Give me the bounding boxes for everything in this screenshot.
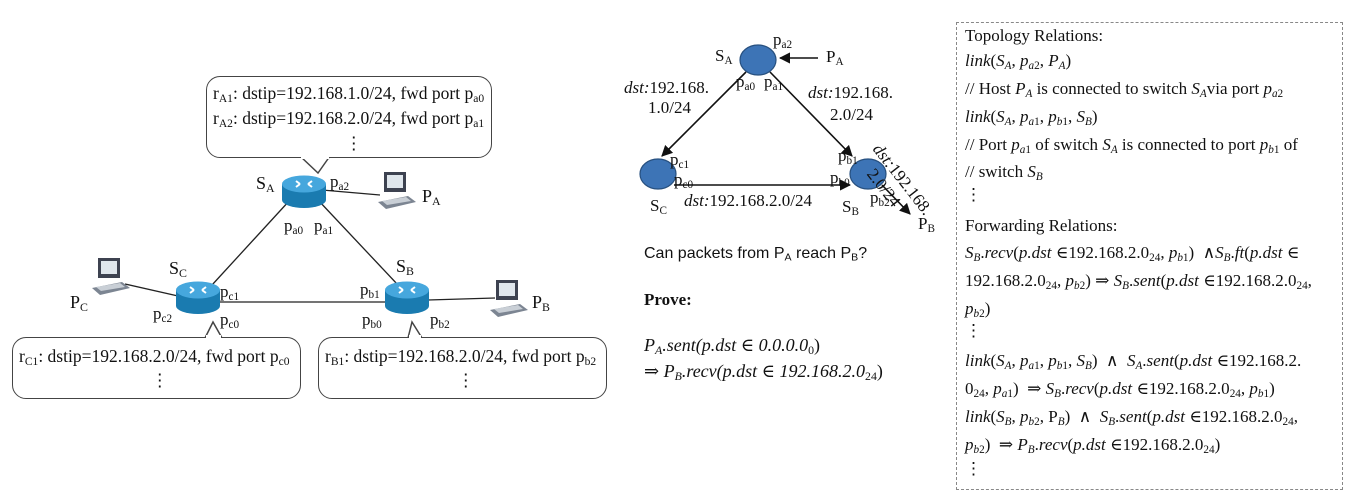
topology-comment-3: // switch SB [965, 162, 1043, 183]
edge-ab-label: dst:192.168.2.0/24 [808, 83, 893, 124]
topology-link-1: link(SA, pa2, PA) [965, 51, 1072, 72]
rule-table-sb: rB1: dstip=192.168.2.0/24, fwd port pb2 … [318, 337, 607, 399]
edge-sa-to-sb [769, 71, 853, 157]
host-a-label: PA [422, 186, 441, 208]
host-c-label: PC [70, 292, 88, 314]
computer-icon [378, 172, 416, 209]
edge-sb-to-pb [881, 184, 911, 215]
forwarding-rule-1b: 192.168.2.024, pb2) ⇒ SB.sent(p.dst ∈192… [965, 271, 1312, 292]
mid-switch-a-label: SA [715, 46, 733, 67]
mid-port-pc1-label: pc1 [670, 150, 690, 171]
port-pc0-label: pc0 [220, 310, 240, 331]
link-sa-sb [317, 199, 399, 286]
switch-c-label: SC [169, 258, 187, 280]
forwarding-rule-3b: pb2) ⇒ PB.recv(p.dst ∈192.168.2.024) [965, 435, 1221, 456]
abstract-topology-diagram [639, 44, 911, 215]
port-pb0-label: pb0 [362, 310, 382, 331]
mid-switch-c-label: SC [650, 196, 667, 217]
ellipsis: ⋮ [965, 321, 982, 340]
mid-port-pa1-label: pa1 [764, 72, 784, 93]
left-network-diagram [92, 155, 528, 339]
mid-host-a-label: PA [826, 47, 844, 68]
mid-port-pb0-label: pb0 [830, 168, 850, 189]
rule-rb1: rB1: dstip=192.168.2.0/24, fwd port pb2 [325, 346, 597, 368]
ellipsis: ⋮ [965, 185, 982, 204]
forwarding-rule-2a: link(SA, pa1, pb1, SB) ∧ SA.sent(p.dst ∈… [965, 351, 1302, 372]
port-pa1-label: pa1 [314, 216, 334, 237]
port-pc2-label: pc2 [153, 304, 173, 325]
callout-tail [204, 320, 223, 339]
mid-port-pa2-label: pa2 [773, 30, 793, 51]
forwarding-rule-2b: 024, pa1) ⇒ SB.recv(p.dst ∈192.168.2.024… [965, 379, 1275, 400]
callout-tail [407, 320, 423, 339]
port-pa0-label: pa0 [284, 216, 304, 237]
topology-link-2: link(SA, pa1, pb1, SB) [965, 107, 1098, 128]
switch-a-node [739, 44, 777, 76]
formula-line-1: PA.sent(p.dst ∈ 0.0.0.00) [644, 335, 821, 357]
switch-c-node [639, 158, 677, 190]
ellipsis: ⋮ [457, 370, 475, 390]
link-sa-pa [321, 189, 381, 196]
port-pa2-label: pa2 [330, 172, 350, 193]
port-pb2-label: pb2 [430, 310, 450, 331]
rule-rc1: rC1: dstip=192.168.2.0/24, fwd port pc0 [19, 346, 290, 368]
rule-ra1: rA1: dstip=192.168.1.0/24, fwd port pa0 [213, 83, 485, 105]
mid-port-pb1-label: pb1 [838, 146, 858, 167]
forwarding-rule-3a: link(SB, pb2, PB) ∧ SB.sent(p.dst ∈192.1… [965, 407, 1299, 428]
topology-title: Topology Relations: [965, 26, 1104, 45]
rule-ra2: rA2: dstip=192.168.2.0/24, fwd port pa1 [213, 108, 485, 130]
mid-switch-b-label: SB [842, 197, 859, 218]
computer-icon [490, 280, 528, 317]
prove-label: Prove: [644, 290, 692, 309]
host-b-label: PB [532, 292, 550, 314]
topology-comment-1: // Host PA is connected to switch SAvia … [965, 79, 1284, 100]
mid-port-pc0-label: pc0 [674, 170, 694, 191]
ellipsis: ⋮ [151, 370, 169, 390]
switch-b-node [849, 158, 887, 190]
mid-port-pb2-label: pb2 [870, 188, 890, 209]
link-sb-pb [427, 297, 496, 301]
edge-sa-to-sc [661, 71, 747, 157]
forwarding-rule-1a: SB.recv(p.dst ∈192.168.2.024, pb1) ∧SB.f… [965, 243, 1300, 264]
ellipsis: ⋮ [345, 133, 363, 153]
link-sc-pc [124, 283, 179, 297]
port-pb1-label: pb1 [360, 280, 380, 301]
rule-table-sa: rA1: dstip=192.168.1.0/24, fwd port pa0 … [206, 76, 492, 158]
formula-line-2: ⇒ PB.recv(p.dst ∈ 192.168.2.024) [644, 361, 883, 383]
ellipsis: ⋮ [965, 459, 982, 478]
topology-comment-2: // Port pa1 of switch SA is connected to… [965, 135, 1298, 156]
link-sa-sc [211, 199, 291, 286]
rule-table-sc: rC1: dstip=192.168.2.0/24, fwd port pc0 … [12, 337, 301, 399]
mid-port-pa0-label: pa0 [736, 72, 756, 93]
edge-ac-label: dst:192.168.1.0/24 [624, 78, 709, 117]
switch-a-label: SA [256, 173, 275, 195]
relations-panel: Topology Relations: link(SA, pa2, PA) //… [956, 22, 1343, 490]
computer-icon [92, 258, 130, 295]
switch-b-label: SB [396, 256, 414, 278]
port-pc1-label: pc1 [220, 282, 240, 303]
router-icon [176, 281, 220, 314]
question-text: Can packets from PA reach PB? [644, 245, 868, 264]
router-icon [385, 281, 429, 314]
edge-cb-label: dst:192.168.2.0/24 [684, 191, 812, 210]
mid-host-b-label: PB [918, 214, 935, 235]
callout-tail [299, 155, 331, 175]
forwarding-title: Forwarding Relations: [965, 216, 1118, 235]
router-icon [282, 175, 326, 208]
forwarding-rule-1c: pb2) [965, 299, 991, 320]
